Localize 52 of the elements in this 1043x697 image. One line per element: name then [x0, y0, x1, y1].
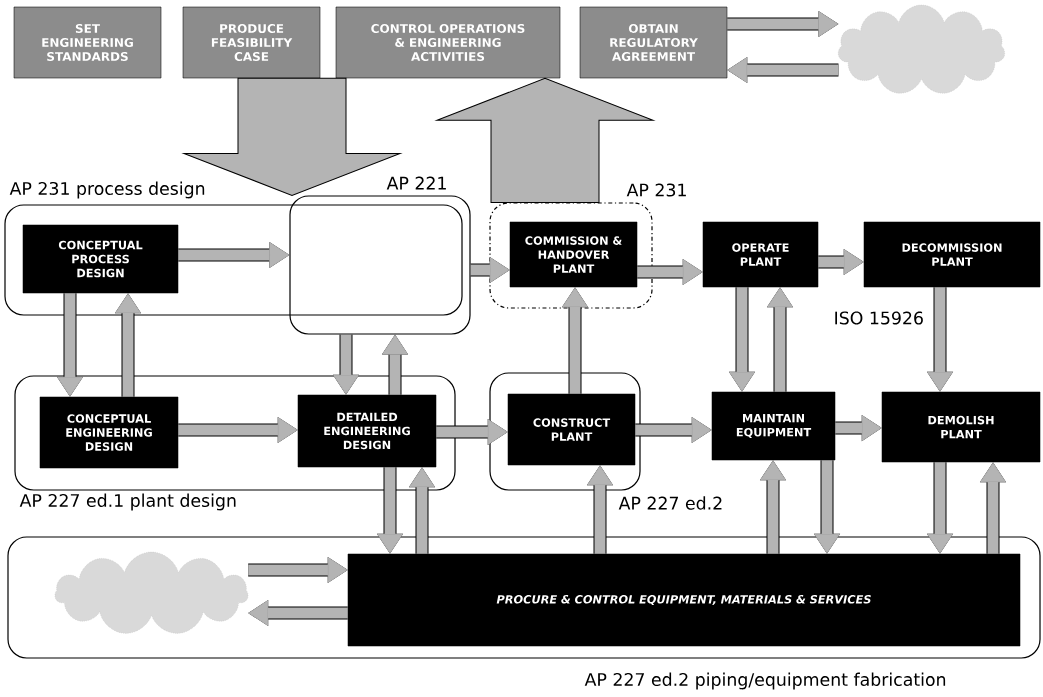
text-label: ISO 15926 [835, 311, 923, 325]
group-label: AP 231 [626, 183, 686, 197]
cloud-shape [54, 551, 249, 634]
block-arrow [57, 293, 83, 397]
group-label: AP 231 process design [9, 181, 205, 199]
block-arrow [248, 557, 348, 583]
block-arrow [183, 77, 401, 196]
process-box: COMMISSION & HANDOVER PLANT [509, 221, 638, 288]
process-box: CONCEPTUAL PROCESS DESIGN [22, 224, 179, 294]
block-arrow [436, 77, 654, 203]
block-arrow [727, 11, 839, 37]
activity-box: OBTAIN REGULATORY AGREEMENT [579, 6, 728, 79]
activity-box: SET ENGINEERING STANDARDS [13, 6, 162, 79]
process-box: OPERATE PLANT [702, 221, 819, 288]
group-label: AP 227 ed.2 [618, 496, 722, 510]
activity-box: PRODUCE FEASIBILITY CASE [182, 6, 321, 79]
cloud-shape [838, 4, 1005, 94]
process-box: PROCURE & CONTROL EQUIPMENT, MATERIALS & SERVICES [347, 553, 1021, 647]
process-box: DECOMMISSION PLANT [863, 221, 1041, 288]
block-arrow [637, 259, 703, 285]
block-arrow [248, 600, 348, 626]
group-label: AP 227 ed.2 piping/equipment fabrication [584, 672, 946, 690]
block-arrow [587, 465, 613, 554]
process-box: MAINTAIN EQUIPMENT [711, 391, 836, 461]
block-arrow [382, 335, 408, 395]
block-arrow [115, 293, 141, 397]
block-arrow [727, 57, 839, 83]
block-arrow [178, 417, 298, 443]
process-box: CONSTRUCT PLANT [507, 393, 636, 466]
activity-box: CONTROL OPERATIONS & ENGINEERING ACTIVITIES [335, 6, 561, 79]
block-arrow [377, 467, 403, 554]
block-arrow [818, 249, 864, 275]
block-arrow [927, 462, 953, 554]
group-label: AP 221 [386, 176, 446, 190]
block-arrow [635, 417, 712, 443]
group-label: AP 227 ed.1 plant design [19, 493, 236, 511]
block-arrow [729, 287, 755, 392]
block-arrow [436, 419, 508, 445]
block-arrow [178, 242, 289, 268]
block-arrow [333, 334, 359, 395]
process-box: CONCEPTUAL ENGINEERING DESIGN [39, 396, 179, 469]
process-box: DEMOLISH PLANT [881, 391, 1041, 463]
block-arrow [814, 460, 840, 554]
block-arrow [767, 287, 793, 392]
block-arrow [409, 467, 435, 554]
block-arrow [562, 287, 588, 394]
block-arrow [980, 462, 1006, 554]
block-arrow [927, 287, 953, 392]
process-box: DETAILED ENGINEERING DESIGN [297, 394, 437, 468]
block-arrow [760, 460, 786, 554]
block-arrow [835, 415, 882, 441]
block-arrow [470, 257, 510, 283]
